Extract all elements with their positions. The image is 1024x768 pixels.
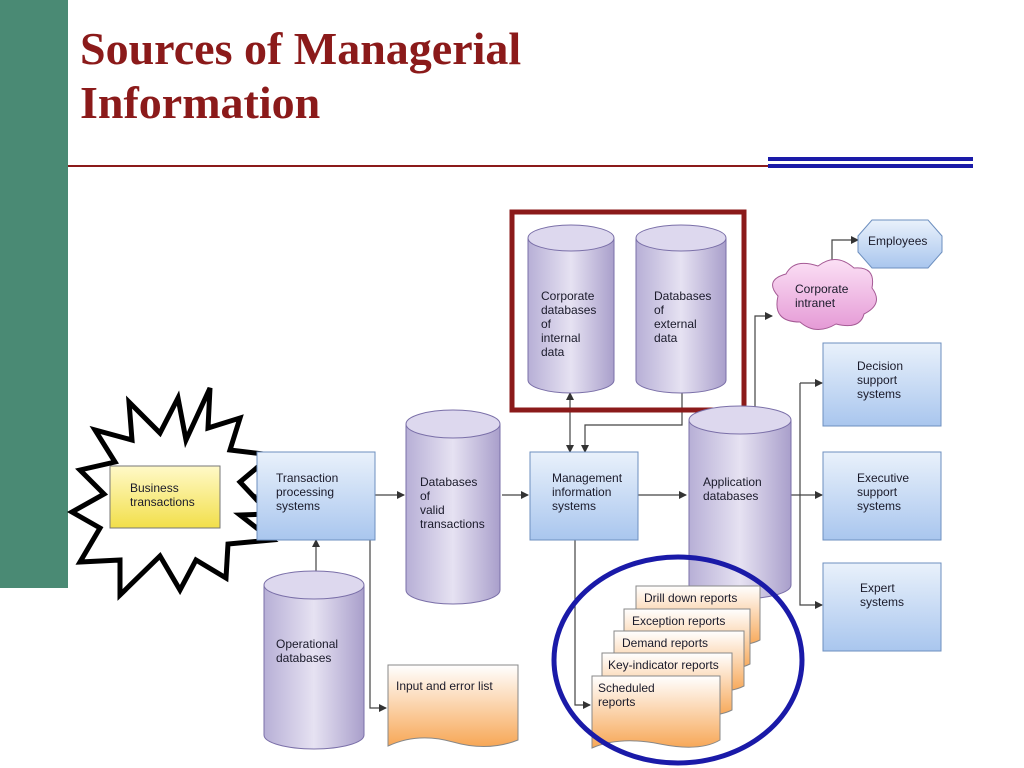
label-input-error: Input and error list	[396, 679, 493, 693]
corporate-internal-db	[527, 224, 615, 394]
label-report-drill-down: Drill down reports	[644, 591, 737, 605]
arrow-externaldb-to-mis	[581, 393, 683, 453]
arrow-tps-to-inputerror	[369, 540, 387, 712]
slide-title: Sources of Managerial Information	[80, 22, 521, 130]
title-line-1: Sources of Managerial	[80, 23, 522, 74]
business-transactions-node	[66, 386, 279, 601]
arrow-mis-to-reports	[574, 540, 591, 709]
label-report-demand: Demand reports	[622, 636, 708, 650]
employees-octagon	[857, 219, 943, 269]
external-data-db	[635, 224, 727, 394]
sidebar-accent-bar	[0, 0, 68, 588]
input-error-list-doc	[387, 664, 519, 748]
mis-box	[529, 451, 639, 541]
ess-box	[822, 451, 942, 541]
label-report-exception: Exception reports	[632, 614, 725, 628]
intranet-cloud	[772, 259, 877, 330]
title-underline	[68, 165, 768, 167]
title-underline-accent	[768, 157, 973, 177]
title-line-2: Information	[80, 77, 321, 128]
operational-db	[263, 570, 365, 750]
business-transactions-box	[109, 465, 221, 529]
tps-box	[256, 451, 376, 541]
dss-box	[822, 342, 942, 427]
reports-stack	[591, 585, 761, 749]
expert-box	[822, 562, 942, 652]
reports-highlight-circle	[551, 554, 805, 766]
label-employees: Employees	[868, 234, 927, 248]
valid-transactions-db	[405, 409, 501, 605]
connectors	[220, 236, 859, 712]
arrow-appdb-to-expert	[790, 494, 823, 609]
highlight-frame	[509, 209, 747, 413]
label-report-key-indicator: Key-indicator reports	[608, 658, 719, 672]
